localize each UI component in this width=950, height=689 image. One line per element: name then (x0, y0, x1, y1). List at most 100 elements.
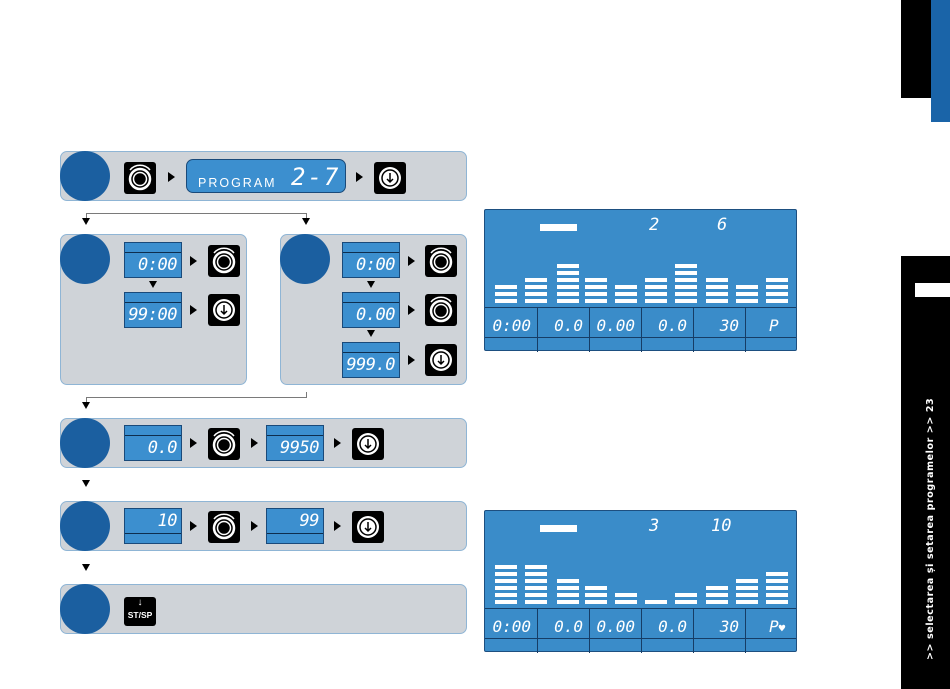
console-cell-value: 0.0 (643, 316, 687, 340)
console-bar-segment (766, 278, 788, 282)
start-stop-button[interactable]: ↓ ST/SP (124, 597, 156, 626)
side-tab-blue (931, 0, 950, 122)
console-bar-segment (557, 292, 579, 296)
console-bar-segment (706, 292, 728, 296)
press-knob-icon (208, 294, 240, 326)
console-bar-segment (645, 299, 667, 303)
console-bar-column (585, 511, 607, 608)
program-range: 2-7 (291, 163, 340, 191)
console-bar-column (495, 210, 517, 307)
console-bar-segment (766, 285, 788, 289)
console-cell-value: 0.0 (539, 316, 583, 340)
console-bar-column (615, 210, 637, 307)
console-bar-segment (675, 264, 697, 268)
console-bar-segment (495, 285, 517, 289)
console-bar-segment (615, 593, 637, 597)
console-bar-segment (766, 579, 788, 583)
console-cell-value: 0:00 (487, 617, 531, 641)
console-bar-segment (495, 579, 517, 583)
console-bar-segment (585, 586, 607, 590)
merge-line (86, 397, 307, 398)
console-bar-segment (525, 292, 547, 296)
console-bar-column (525, 511, 547, 608)
console-bar-segment (736, 593, 758, 597)
console-bar-segment (675, 299, 697, 303)
console-cell-value: 30 (695, 316, 739, 340)
console-bar-segment (706, 593, 728, 597)
console-bar-column (675, 210, 697, 307)
console-cell-value: 0.00 (591, 617, 635, 641)
console-cell-value: 0:00 (487, 316, 531, 340)
arrow-down-icon (302, 218, 310, 225)
arrow-right-icon (190, 521, 197, 531)
console-bar-segment (766, 572, 788, 576)
console-bar-column (706, 511, 728, 608)
console-bar-column (645, 511, 667, 608)
arrow-right-icon (334, 438, 341, 448)
pulse-display: 10 (124, 508, 182, 544)
console-bar-column (557, 210, 579, 307)
console-cell-divider (589, 308, 590, 352)
console-bar-segment (585, 285, 607, 289)
step-2b-number-circle (280, 234, 330, 284)
console-bar-segment (525, 285, 547, 289)
console-bar-segment (675, 600, 697, 604)
console-cell-value: 0.0 (539, 617, 583, 641)
console-bar-segment (585, 299, 607, 303)
arrow-right-icon (190, 438, 197, 448)
console-bar-segment (557, 579, 579, 583)
console-bar-segment (557, 285, 579, 289)
console-bar-segment (736, 299, 758, 303)
console-bar-segment (736, 292, 758, 296)
console-bar-column (736, 210, 758, 307)
console-bar-segment (525, 278, 547, 282)
time-display: 0:00 (124, 242, 182, 278)
rotate-knob-icon (425, 245, 457, 277)
console-bar-segment (557, 586, 579, 590)
time-display: 0:00 (342, 242, 400, 278)
arrow-down-icon: ↓ (124, 598, 156, 608)
console-bar-segment (766, 593, 788, 597)
step-5-number-circle (60, 584, 110, 634)
console-bar-segment (495, 572, 517, 576)
console-bar-column (557, 511, 579, 608)
side-tab-black (901, 0, 931, 98)
press-knob-icon (352, 511, 384, 543)
console-cell-divider (537, 609, 538, 653)
step-5-panel (60, 584, 467, 634)
console-display-1: 2 6 0:000.00.000.030P (484, 209, 797, 351)
console-bar-segment (706, 278, 728, 282)
console-bar-segment (766, 600, 788, 604)
console-bar-segment (736, 285, 758, 289)
rotate-knob-icon (208, 245, 240, 277)
console-bar-segment (645, 292, 667, 296)
console-bar-segment (495, 565, 517, 569)
console-bar-segment (495, 299, 517, 303)
console-bar-segment (675, 292, 697, 296)
console-cell-value: 0.00 (591, 316, 635, 340)
console-bar-segment (675, 278, 697, 282)
branch-line (86, 213, 306, 214)
console-cell-divider (641, 609, 642, 653)
step-3-panel (60, 418, 467, 468)
console-bar-segment (525, 600, 547, 604)
arrow-right-icon (251, 521, 258, 531)
step-3-number-circle (60, 418, 110, 468)
console-bar-segment (495, 600, 517, 604)
console-bar-segment (495, 593, 517, 597)
console-bar-segment (525, 572, 547, 576)
console-bar-segment (557, 264, 579, 268)
distance-display: 0.00 (342, 292, 400, 328)
console-cell-divider (641, 308, 642, 352)
console-cell-value: 0.0 (643, 617, 687, 641)
console-cell-divider (693, 609, 694, 653)
arrow-down-icon (367, 330, 375, 337)
program-label: PROGRAM (198, 176, 277, 190)
step-4-number-circle (60, 501, 110, 551)
speed-display: 0.0 (124, 425, 182, 461)
console-bar-segment (615, 600, 637, 604)
press-knob-icon (352, 428, 384, 460)
console-cell-divider (693, 308, 694, 352)
console-bar-segment (557, 271, 579, 275)
arrow-right-icon (190, 305, 197, 315)
